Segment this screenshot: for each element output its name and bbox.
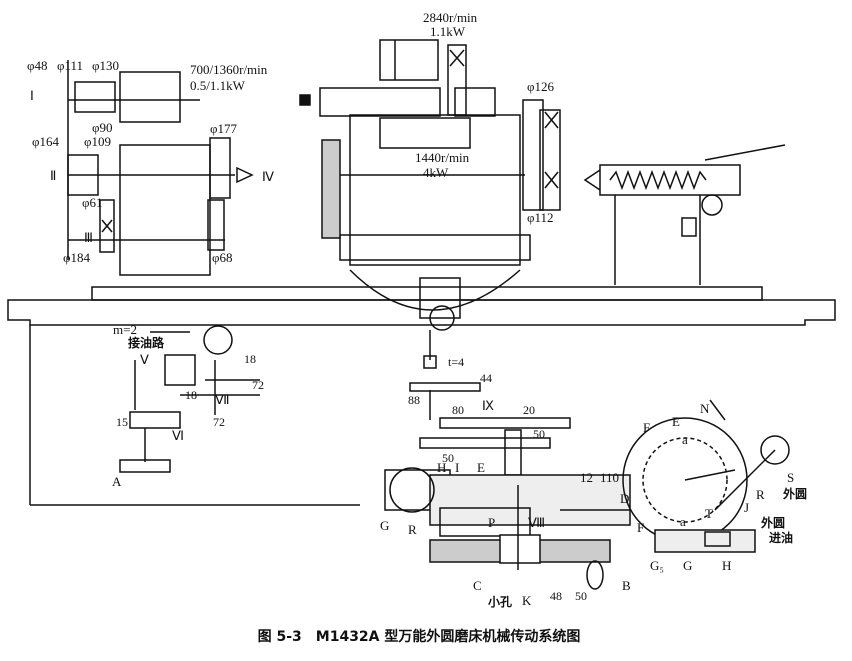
label-d177: φ177 [210,121,238,136]
label-I: I [455,460,459,475]
wheelhead [299,87,561,331]
shaft-II-label: Ⅱ [50,168,56,183]
label-m2: m=2 [113,322,137,337]
label-R: R [408,522,417,537]
dial-label-R: R [756,487,765,502]
label-F: F [637,520,644,535]
dial-label-T: T [705,506,713,521]
shaft-IV-label: Ⅳ [262,169,274,184]
dial-label-a-top: a [682,432,688,447]
top-motor [379,39,467,116]
label-d68: φ68 [212,250,233,265]
outer-circle-label-2: 外圆 [761,515,785,530]
label-d111: φ111 [57,58,83,73]
top-motor-power: 1.1kW [430,24,466,39]
label-t4: t=4 [448,355,464,369]
label-d48: φ48 [27,58,48,73]
label-d130: φ130 [92,58,119,73]
shaft-VIII-label: Ⅷ [528,515,545,530]
gear-72-bottom: 72 [213,415,225,429]
headstock-motor-power: 0.5/1.1kW [190,78,246,93]
label-E: E [477,460,485,475]
wheelhead-motor-speed: 1440r/min [415,150,470,165]
small-hole-label: 小孔 [488,594,512,609]
gear-88: 88 [408,393,420,407]
gear-48: 48 [550,589,562,603]
top-motor-speed: 2840r/min [423,10,478,25]
label-C: C [473,578,482,593]
gear-12: 12 [580,470,593,485]
oil-in-label: 进油 [769,530,793,545]
figure-number: 图 5-3 [257,629,302,645]
dial-label-N: N [700,401,710,416]
label-d126: φ126 [527,79,555,94]
shaft-III-label: Ⅲ [84,230,93,245]
feed-dial [622,399,790,553]
headstock-motor-speed: 700/1360r/min [190,62,268,77]
gear-72-right: 72 [252,378,264,392]
dial-label-E: E [672,414,680,429]
shaft-IX-label: Ⅸ [482,398,494,413]
gear-15: 15 [116,415,128,429]
machine-bed [7,286,836,506]
label-P: P [488,515,495,530]
gear-18-top: 18 [244,352,256,366]
label-G: G [380,518,389,533]
dial-label-S: S [787,470,794,485]
oil-path-label: 接油路 [128,335,165,350]
gear-50-left: 50 [442,451,454,465]
gear-110: 110 [600,470,619,485]
figure-caption: 图 5-3 M1432A 型万能外圆磨床机械传动系统图 [0,626,852,646]
label-D: D [620,491,629,506]
tailstock [583,144,786,285]
gear-80: 80 [452,403,464,417]
dial-label-a-bottom: a [680,514,686,529]
shaft-I-label: Ⅰ [30,88,34,103]
dial-label-G: G [683,558,692,573]
gear-20: 20 [523,403,535,417]
label-d61: φ61 [82,195,103,210]
outer-circle-label-1: 外圆 [783,486,807,501]
gear-50-right: 50 [533,427,545,441]
dial-label-F: F [643,420,650,435]
dial-label-G5: G₅ [650,558,664,573]
figure-title: M1432A 型万能外圆磨床机械传动系统图 [315,629,581,645]
label-d164: φ164 [32,134,60,149]
label-K: K [522,593,532,608]
label-d90: φ90 [92,120,113,135]
gear-50-bottom: 50 [575,589,587,603]
shaft-VI-label: Ⅵ [172,428,184,443]
label-d184: φ184 [63,250,91,265]
feed-drive [384,330,631,590]
dial-label-H: H [722,558,731,573]
shaft-VII-label: Ⅶ [215,392,230,407]
wheelhead-motor-power: 4kW [423,165,449,180]
dial-label-J: J [744,500,749,515]
label-d109: φ109 [84,134,111,149]
label-H: H [437,460,446,475]
gear-44: 44 [480,371,492,385]
label-B: B [622,578,631,593]
headstock [67,60,254,276]
table-drive [119,325,260,473]
gear-18-left: 18 [185,388,197,402]
label-d112: φ112 [527,210,554,225]
shaft-V-label: Ⅴ [140,352,149,367]
label-A: A [112,474,122,489]
